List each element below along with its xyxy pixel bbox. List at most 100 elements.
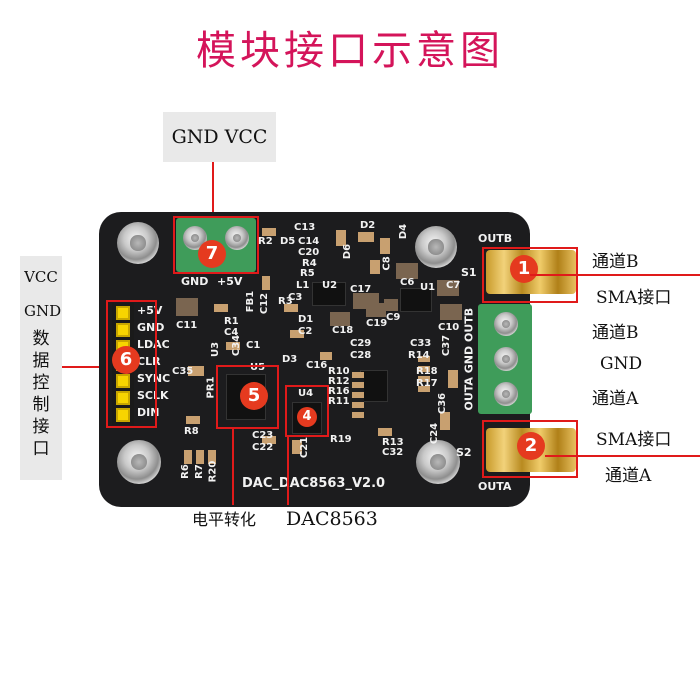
ref-d5: D5 xyxy=(280,236,296,247)
ref-r5: R5 xyxy=(300,268,315,279)
ref-c12: C12 xyxy=(259,292,271,315)
ref-c14: C14 xyxy=(298,236,320,247)
left-label-panel xyxy=(20,256,62,480)
left-callout-line xyxy=(62,366,106,368)
terminal-screw-vcc xyxy=(225,226,249,250)
ref-r3: R3 xyxy=(278,296,293,307)
comp-c21 xyxy=(292,440,302,454)
callout-line-1 xyxy=(530,274,700,276)
ref-l1: L1 xyxy=(296,280,310,291)
comp-r-group xyxy=(352,372,364,422)
ref-r1: R1 xyxy=(224,316,239,327)
ref-r18: R18 xyxy=(416,366,438,377)
callout-box-6 xyxy=(106,300,157,428)
callout-box-5 xyxy=(216,365,279,429)
ref-c13: C13 xyxy=(294,222,316,233)
ref-c20: C20 xyxy=(298,247,320,258)
badge-7: 7 xyxy=(198,240,226,268)
comp-c2 xyxy=(290,330,304,338)
comp-c11 xyxy=(176,298,198,316)
ref-c24: C24 xyxy=(429,422,441,445)
ref-u1: U1 xyxy=(420,282,436,293)
ref-u3: U3 xyxy=(210,341,222,358)
silk-u5: U5 xyxy=(250,362,266,373)
badge-6: 6 xyxy=(112,346,140,374)
comp-c7 xyxy=(437,280,459,296)
chip-u2 xyxy=(312,282,346,306)
silk-u4: U4 xyxy=(298,388,314,399)
mounting-hole-bl xyxy=(117,440,161,484)
comp-r13 xyxy=(378,428,392,436)
ref-u2: U2 xyxy=(322,280,338,291)
ref-c16: C16 xyxy=(306,360,328,371)
label-channel-a-bottom: 通道A xyxy=(605,466,652,486)
ref-d3: D3 xyxy=(282,354,298,365)
pin-label-sync: SYNC xyxy=(137,372,171,385)
ref-r19: R19 xyxy=(330,434,352,445)
chip-u3 xyxy=(360,370,388,402)
label-sma-top: SMA接口 xyxy=(596,288,672,308)
label-terminal-gnd: GND xyxy=(600,354,643,374)
comp-r7 xyxy=(196,450,204,464)
ref-c4: C4 xyxy=(224,327,239,338)
pin-label-ldac: LDAC xyxy=(137,338,170,351)
ref-d4: D4 xyxy=(398,223,410,240)
comp-c24 xyxy=(440,412,450,430)
left-label-char6: 口 xyxy=(32,439,50,459)
comp-d6 xyxy=(336,230,346,246)
ref-r7: R7 xyxy=(193,464,205,479)
ref-c33: C33 xyxy=(410,338,432,349)
label-channel-b-top: 通道B xyxy=(592,252,639,272)
comp-d2 xyxy=(358,232,374,242)
badge-5: 5 xyxy=(240,382,268,410)
chip-u1 xyxy=(400,288,432,312)
ref-c3: C3 xyxy=(288,292,303,303)
comp-c22 xyxy=(262,436,276,444)
ref-c32: C32 xyxy=(382,447,404,458)
label-level-shift: 电平转化 xyxy=(192,510,257,529)
ref-c22: C22 xyxy=(252,442,274,453)
callout-line-5 xyxy=(232,429,234,505)
badge-2: 2 xyxy=(517,432,545,460)
ref-r13: R13 xyxy=(382,437,404,448)
comp-c8 xyxy=(370,260,380,274)
ref-r8: R8 xyxy=(184,426,199,437)
silk-s2: S2 xyxy=(456,446,472,459)
comp-c3 xyxy=(284,304,298,312)
header-pin-5 xyxy=(116,374,130,388)
pin-label-clr: CLR xyxy=(137,355,161,368)
comp-c35 xyxy=(188,366,204,376)
left-label-char2: 据 xyxy=(32,351,50,371)
comp-c16 xyxy=(320,352,332,360)
board-name: DAC_DAC8563_V2.0 xyxy=(242,476,386,491)
silk-outa: OUTA xyxy=(478,480,512,493)
callout-box-7 xyxy=(173,216,259,274)
comp-c10 xyxy=(440,304,462,320)
ref-c37: C37 xyxy=(441,334,453,357)
left-label-char5: 接 xyxy=(32,417,50,437)
comp-c9 xyxy=(384,299,398,311)
left-label-vcc: VCC xyxy=(24,268,58,286)
callout-line-2 xyxy=(545,455,700,457)
ref-r6: R6 xyxy=(179,464,191,479)
comp-c1 xyxy=(226,342,240,350)
silk-5v: +5V xyxy=(217,275,243,288)
ref-c34: C34 xyxy=(231,334,243,357)
header-pin-6 xyxy=(116,391,130,405)
ref-r20: R20 xyxy=(207,460,219,483)
comp-r2 xyxy=(262,228,276,236)
header-pin-7 xyxy=(116,408,130,422)
left-label-gnd: GND xyxy=(24,302,62,320)
ref-c2: C2 xyxy=(298,326,313,337)
ref-c29: C29 xyxy=(350,338,372,349)
out-screw-gnd xyxy=(494,347,518,371)
mounting-hole-br xyxy=(416,440,460,484)
ref-d2: D2 xyxy=(360,220,376,231)
ref-c28: C28 xyxy=(350,350,372,361)
ref-r16: R16 xyxy=(328,386,350,397)
ref-r17: R17 xyxy=(416,378,438,389)
ref-r10: R10 xyxy=(328,366,350,377)
badge-4: 4 xyxy=(297,407,317,427)
comp-c36 xyxy=(448,370,458,388)
